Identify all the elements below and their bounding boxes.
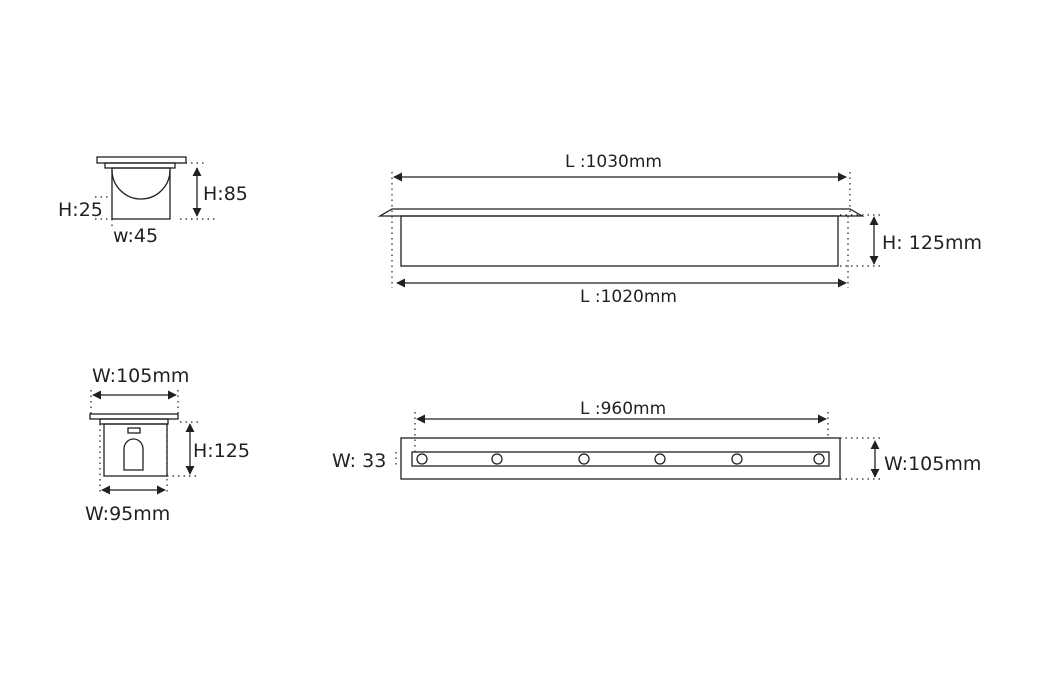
- body: [103, 423, 168, 477]
- led: [578, 453, 590, 465]
- led-strip: [411, 451, 830, 467]
- led: [813, 453, 825, 465]
- width-top-label: W:105mm: [92, 365, 189, 387]
- window: [123, 438, 144, 471]
- body: [111, 167, 171, 220]
- top-plate: [89, 413, 179, 420]
- height-lens-label: H:25: [58, 199, 103, 221]
- width-label: w:45: [113, 225, 158, 247]
- height-total-label: H:85: [203, 183, 248, 205]
- width-inner-label: W: 33: [332, 450, 386, 472]
- height-label: H:125: [193, 440, 250, 462]
- led: [731, 453, 743, 465]
- top-plate: [377, 208, 865, 217]
- height-label: H: 125mm: [882, 232, 982, 254]
- slot: [127, 427, 141, 434]
- outer-housing: [400, 437, 841, 480]
- lens-arc: [111, 169, 171, 200]
- width-outer-label: W:105mm: [884, 453, 981, 475]
- led: [416, 453, 428, 465]
- end-view: W:105mm H:125 W:95mm: [85, 365, 250, 525]
- length-label: L :960mm: [580, 399, 666, 419]
- body: [400, 215, 839, 267]
- top-view: L :960mm W: 33 W:105mm: [332, 399, 981, 480]
- led: [491, 453, 503, 465]
- long-side-view: L :1030mm L :1020mm H: 125mm: [377, 152, 982, 307]
- flange: [104, 162, 176, 169]
- led-row: [416, 453, 825, 465]
- length-top-label: L :1030mm: [565, 152, 662, 172]
- length-bottom-label: L :1020mm: [580, 287, 677, 307]
- small-side-view: H:85 H:25 w:45: [58, 156, 248, 247]
- led: [654, 453, 666, 465]
- width-bottom-label: W:95mm: [85, 503, 170, 525]
- flange: [99, 418, 169, 425]
- top-plate: [96, 156, 187, 164]
